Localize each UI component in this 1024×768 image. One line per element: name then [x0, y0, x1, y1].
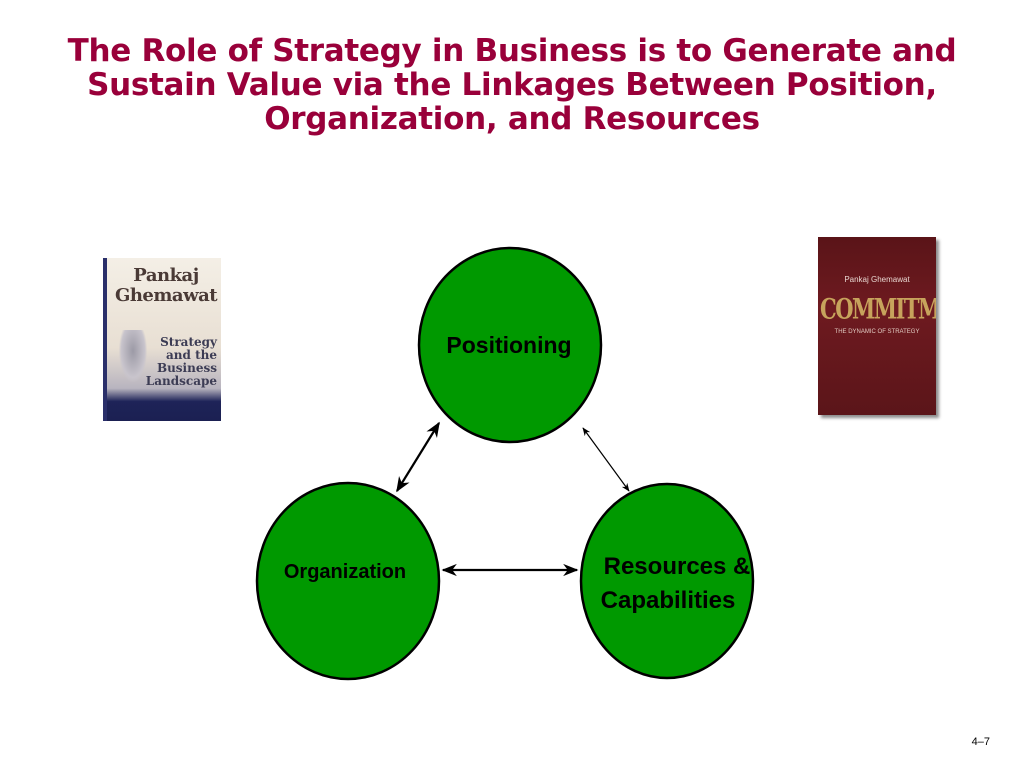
- node-resources-label-line-1: Resources &: [604, 553, 751, 580]
- edge-positioning-organization: [396, 421, 440, 493]
- book-spine: [103, 258, 107, 421]
- slide-title-line-3: Organization, and Resources: [264, 101, 760, 137]
- slide-title-line-2: Sustain Value via the Linkages Between P…: [87, 67, 937, 103]
- book-cover-commitment: Pankaj Ghemawat COMMITMENT THE DYNAMIC O…: [818, 237, 936, 415]
- book-left-title: Strategy and the Business Landscape: [145, 335, 217, 388]
- book-left-illustration: [119, 330, 147, 382]
- node-resources-label-line-2: Capabilities: [601, 587, 736, 614]
- node-resources-capabilities: [579, 482, 755, 680]
- book-right-title: COMMITMENT: [820, 291, 936, 326]
- node-positioning-label: Positioning: [446, 332, 571, 358]
- slide-title: The Role of Strategy in Business is to G…: [40, 34, 984, 136]
- edge-positioning-resources: [582, 427, 630, 492]
- node-organization-label: Organization: [284, 561, 406, 583]
- page-number: 4–7: [971, 736, 990, 748]
- book-right-author: Pankaj Ghemawat: [844, 275, 910, 284]
- book-right-subtitle: THE DYNAMIC OF STRATEGY: [834, 329, 920, 335]
- slide-title-line-1: The Role of Strategy in Business is to G…: [67, 33, 957, 69]
- node-organization: [255, 481, 441, 681]
- book-cover-strategy-business-landscape: Pankaj Ghemawat Strategy and the Busines…: [103, 258, 221, 421]
- book-left-author: Pankaj Ghemawat: [114, 265, 218, 306]
- node-positioning: [417, 246, 603, 444]
